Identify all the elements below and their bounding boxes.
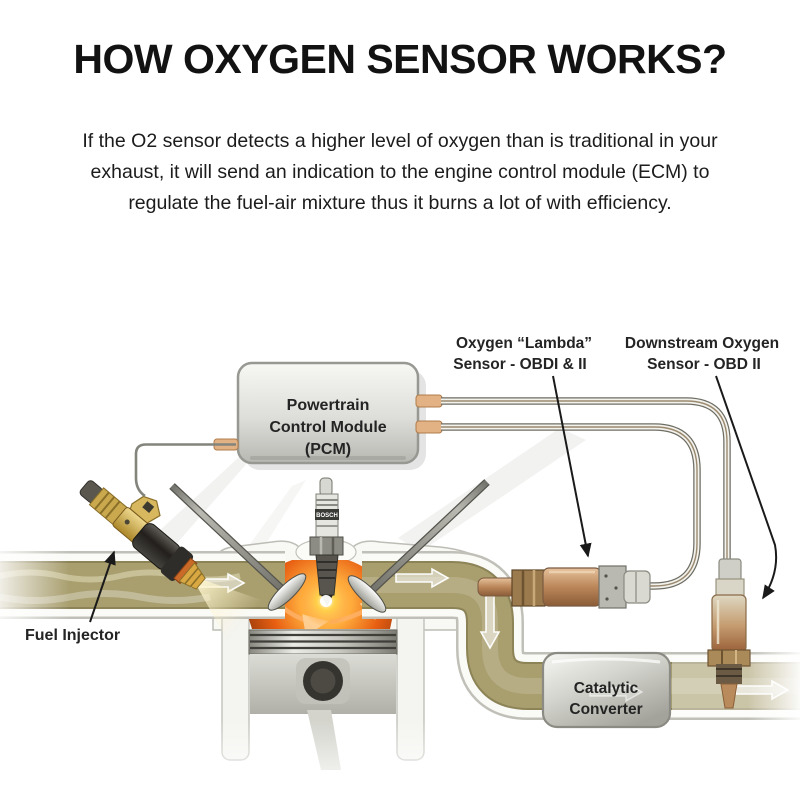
pcm-connector-upper: [415, 394, 443, 408]
plug-brand-band: [315, 509, 339, 520]
sensor-body: [542, 567, 602, 607]
catalytic-converter: Catalytic Converter: [541, 651, 672, 729]
upstream-o2-sensor: [477, 565, 651, 609]
exhaust-valve: [347, 479, 490, 613]
spark-plug: BOSCH: [300, 477, 352, 627]
crimp-dot: [605, 597, 609, 601]
fuel-spray: [196, 579, 263, 642]
fuel-injector: [79, 480, 263, 642]
pcm-box: [236, 361, 420, 465]
injector-rib: [104, 500, 121, 519]
plug-terminal: [319, 477, 333, 497]
intro-line-1: If the O2 sensor detects a higher level …: [82, 130, 718, 152]
piston: [248, 629, 398, 770]
sensor-hex-flange: [707, 649, 751, 667]
catalytic-label-line1: Catalytic: [574, 680, 639, 697]
valve-stem: [368, 479, 489, 595]
pcm-label-line1: Powertrain: [287, 397, 370, 414]
sensor-threads: [716, 664, 742, 684]
injector-body-dot: [124, 519, 130, 525]
injector-collar: [160, 546, 194, 581]
sensor-hex-nut: [511, 569, 546, 607]
cat-highlight: [551, 657, 661, 664]
valve-stem: [170, 483, 286, 594]
pcm-label-line2: Control Module: [269, 419, 386, 436]
fuel-injector-label: Fuel Injector: [25, 627, 120, 644]
injector-rib: [94, 491, 110, 510]
callouts: Oxygen “Lambda” Sensor - OBDI & II Downs…: [25, 335, 779, 644]
sensor-tip: [720, 683, 738, 709]
pcm-label-line3: (PCM): [305, 441, 351, 458]
light-streak: [398, 428, 586, 552]
wrist-pin-bore: [310, 668, 336, 694]
pcm-module: Powertrain Control Module (PCM): [213, 361, 443, 470]
bottom-fade: [160, 720, 460, 800]
sensor-wires: [441, 397, 731, 590]
injector-rib: [99, 496, 116, 515]
engine-diagram: BOSCH: [0, 335, 800, 800]
sensor-top-cap: [718, 558, 742, 582]
plug-hex: [309, 536, 344, 556]
crimp-dot: [614, 586, 618, 590]
lambda-sensor-label-line2: Sensor - OBDI & II: [453, 356, 587, 373]
fuel-injector-leader-arrow: [89, 550, 116, 623]
crimp-dot: [604, 574, 608, 578]
intro-line-2: exhaust, it will send an indication to t…: [90, 161, 710, 183]
sensor-neck: [715, 578, 745, 598]
lambda-sensor-label-line1: Oxygen “Lambda”: [456, 335, 592, 352]
nozzle-rib: [184, 567, 199, 585]
lambda-sensor-leader-arrow: [552, 375, 592, 558]
left-edge-fade: [0, 543, 70, 629]
right-edge-fade: [748, 638, 800, 733]
injector-wire: [134, 443, 236, 498]
intro-line-3: regulate the fuel-air mixture thus it bu…: [128, 192, 672, 214]
downstream-sensor-leader-arrow: [715, 375, 778, 600]
wire-to-lambda-sensor: [441, 423, 701, 590]
sensor-crimp-collar: [598, 565, 627, 609]
downstream-sensor-label-line1: Downstream Oxygen: [625, 335, 779, 352]
plug-thread-shell: [315, 554, 339, 596]
downstream-sensor-label-line2: Sensor - OBD II: [647, 356, 761, 373]
downstream-o2-sensor: [707, 558, 751, 709]
plug-brand-text: BOSCH: [316, 513, 338, 519]
light-streak: [250, 480, 306, 550]
catalytic-label-line2: Converter: [569, 701, 642, 718]
wire-to-downstream-sensor: [441, 397, 731, 561]
pcm-connector-lower: [415, 420, 443, 434]
valve-head: [267, 573, 307, 611]
intake-valve: [169, 483, 307, 611]
intro-paragraph: If the O2 sensor detects a higher level …: [0, 126, 800, 219]
page-title: HOW OXYGEN SENSOR WORKS?: [73, 36, 727, 82]
injector-connector-slot: [142, 501, 155, 513]
valve-head: [347, 575, 387, 613]
spark-core: [320, 595, 332, 607]
nozzle-rib: [189, 572, 203, 588]
